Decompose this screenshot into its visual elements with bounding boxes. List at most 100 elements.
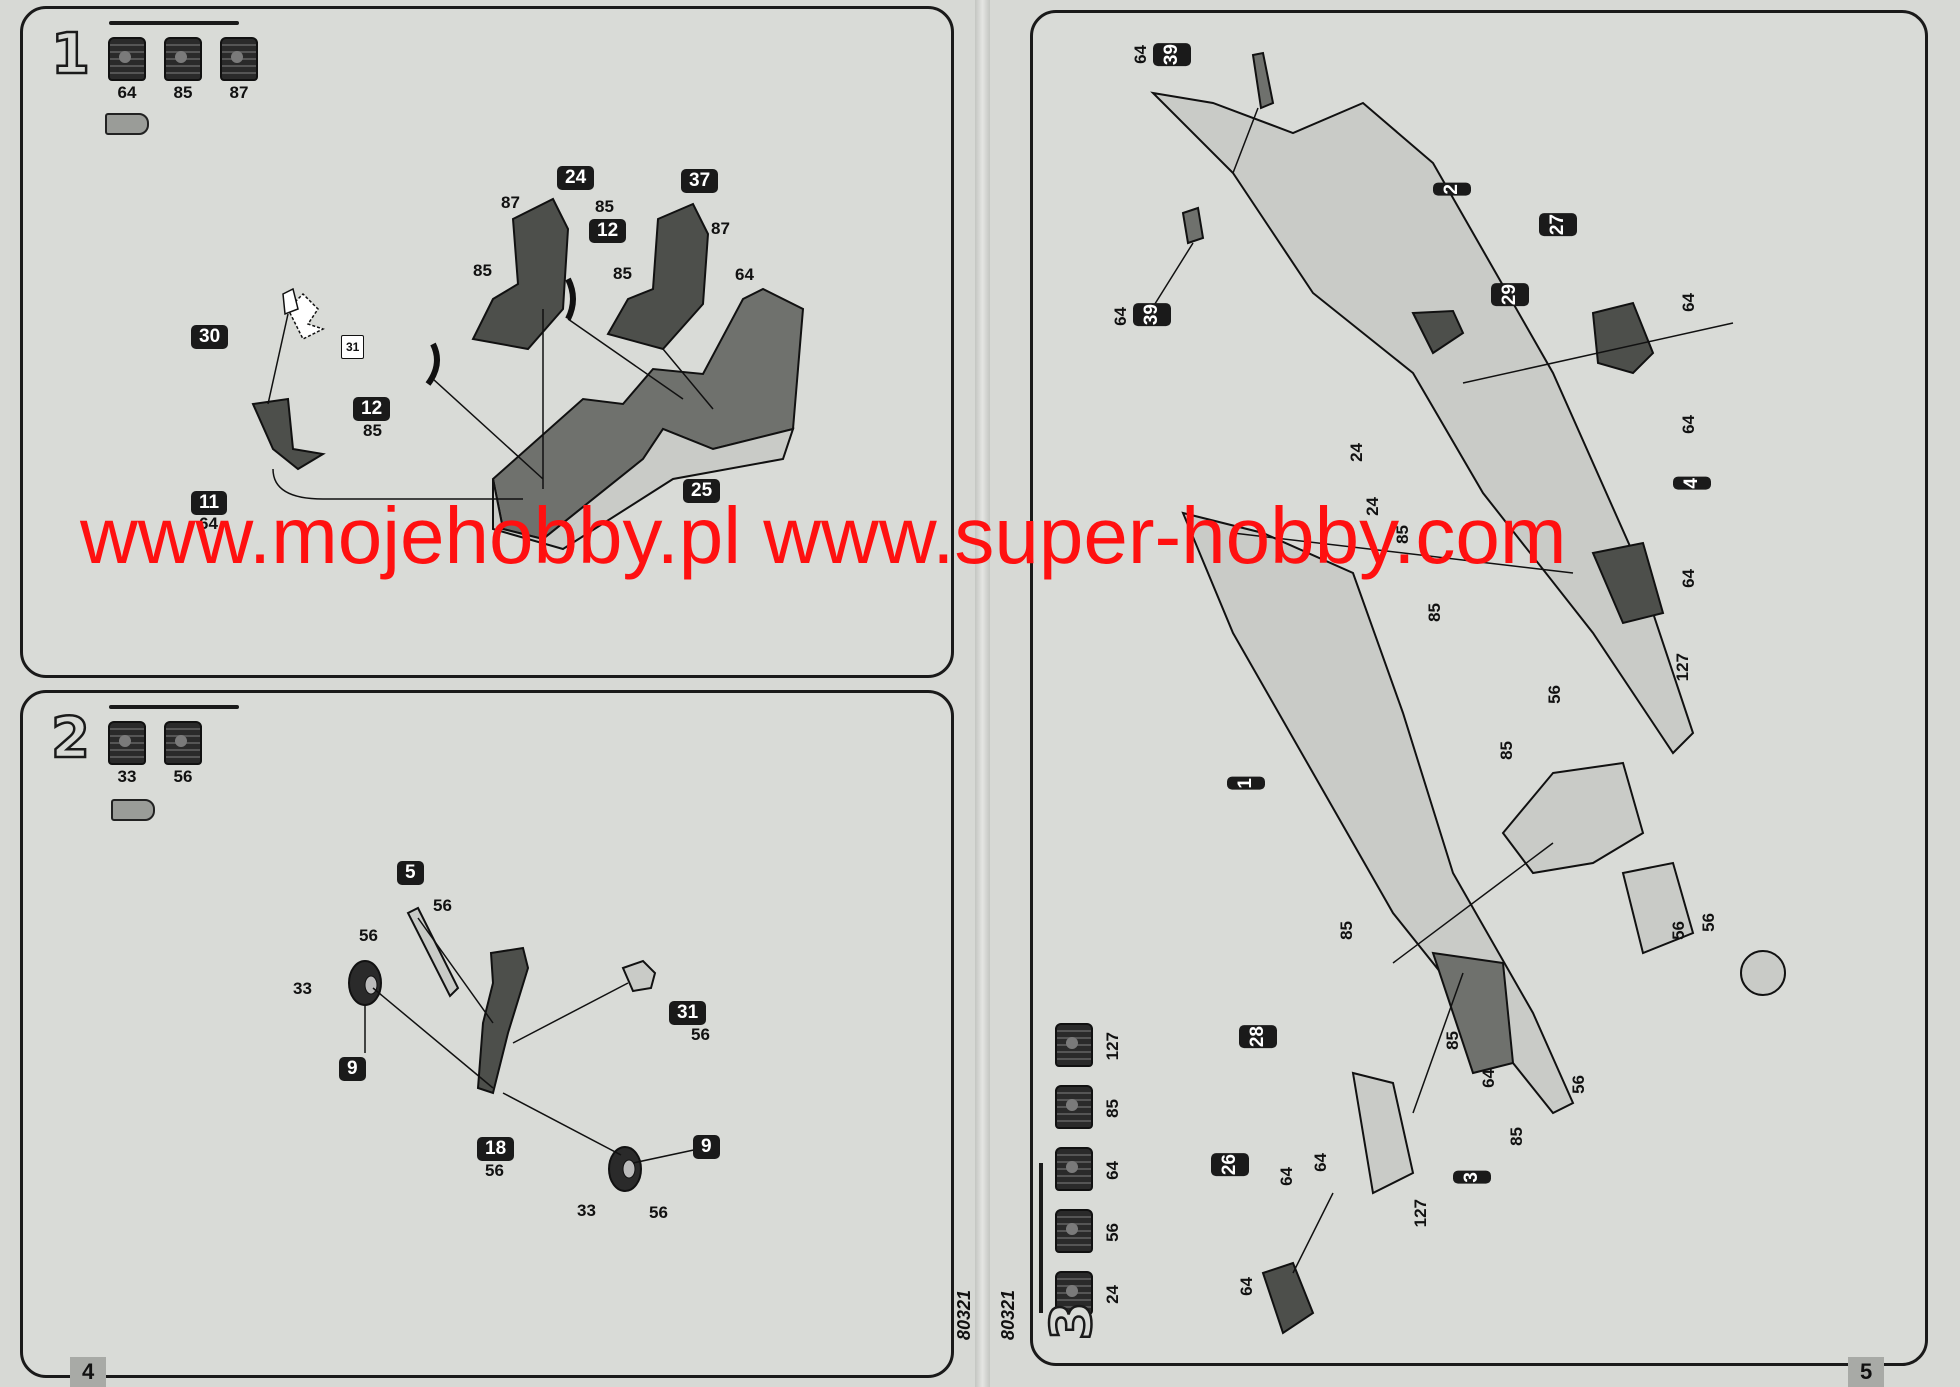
paint-pot-icon: [1055, 1271, 1093, 1315]
step-1-panel: 1 64 85 87 87 24 85 12 37 87 85 85 64 30…: [20, 6, 954, 678]
paint-code: 33: [117, 767, 137, 786]
part-tag-24: 24: [557, 166, 595, 190]
watermark: www.mojehobby.pl www.super-hobby.com: [80, 491, 1567, 580]
part-code: 85: [1425, 603, 1444, 622]
part-tag-5: 5: [397, 861, 424, 885]
part-code: 33: [293, 979, 312, 998]
paint-code: 85: [173, 83, 193, 102]
paint-pot-icon: [1055, 1085, 1093, 1129]
part-tag-9: 9: [339, 1057, 366, 1081]
paint-pot: 64: [1055, 1147, 1175, 1191]
paint-code: 64: [1103, 1160, 1122, 1180]
kit-reference: 80321: [998, 1290, 1018, 1341]
part-code: 56: [359, 926, 378, 945]
kit-reference: 80321: [954, 1290, 974, 1341]
part-code: 64: [1679, 293, 1698, 312]
part-code: 33: [577, 1201, 596, 1220]
page-number-left: 4: [70, 1357, 107, 1387]
glue-tube-icon: [111, 799, 155, 821]
paint-code: 127: [1103, 1031, 1122, 1061]
step-1-drawing: [251, 197, 805, 551]
step-3-panel: 127 85 64 56 24 3 39 64 39 64 2 27 64 29…: [1030, 10, 1928, 1366]
part-tag-4: 4: [1673, 477, 1711, 490]
part-code: 56: [1669, 921, 1688, 940]
paint-pot-icon: [108, 721, 146, 765]
paint-pot-icon: [164, 721, 202, 765]
part-code: 56: [433, 896, 452, 915]
part-code: 87: [711, 219, 730, 238]
step-2-panel: 2 33 56 5 56 56 33 9 31 56 18 56 9 33 56: [20, 690, 954, 1378]
part-code: 127: [1673, 653, 1692, 682]
part-tag-2: 2: [1433, 183, 1471, 196]
part-tag-39: 39: [1133, 303, 1171, 327]
paint-pot-icon: [1055, 1023, 1093, 1067]
part-tag-31: 31: [669, 1001, 707, 1025]
paint-pot-icon: [164, 37, 202, 81]
part-code: 64: [1679, 415, 1698, 434]
part-code: 64: [1311, 1153, 1330, 1172]
step-1-number: 1: [50, 22, 91, 87]
step-2-number: 2: [50, 706, 91, 771]
paint-code: 24: [1103, 1284, 1122, 1304]
part-tag-11: 11: [191, 491, 228, 515]
part-tag-26: 26: [1211, 1153, 1249, 1177]
step-3-number: 3: [1038, 1300, 1106, 1341]
brush-icon: [1039, 1163, 1043, 1313]
part-code: 64: [1131, 45, 1150, 64]
part-tag-1: 1: [1227, 777, 1265, 790]
part-tag-29: 29: [1491, 283, 1529, 307]
step-2-drawing: [348, 906, 704, 1192]
part-tag-12: 12: [353, 397, 391, 421]
paint-pot: 127: [1055, 1023, 1175, 1067]
step-1-paints: 64 85 87: [105, 37, 261, 103]
part-code: 64: [1479, 1069, 1498, 1088]
paint-pot-icon: [1055, 1147, 1093, 1191]
paint-code: 64: [117, 83, 137, 102]
paint-pot: 56: [161, 721, 205, 787]
paint-pot-icon: [108, 37, 146, 81]
paint-code: 56: [1103, 1222, 1122, 1242]
part-code: 56: [649, 1203, 668, 1222]
part-code: 56: [691, 1025, 710, 1044]
part-code: 85: [595, 197, 614, 216]
step-2-paints: 33 56: [105, 721, 205, 787]
paint-pot-icon: [1055, 1209, 1093, 1253]
paint-pot: 87: [217, 37, 261, 103]
brush-icon: [109, 705, 239, 709]
part-code: 85: [1337, 921, 1356, 940]
part-code: 56: [1699, 913, 1718, 932]
paint-pot: 56: [1055, 1209, 1175, 1253]
part-tag-27: 27: [1539, 213, 1577, 237]
part-code: 64: [199, 514, 218, 533]
paint-pot: 85: [1055, 1085, 1175, 1129]
part-tag-25: 25: [683, 479, 721, 503]
part-code: 64: [735, 265, 754, 284]
paint-code: 56: [173, 767, 193, 786]
part-tag-30: 30: [191, 325, 229, 349]
page-fold: [975, 0, 990, 1387]
part-code: 56: [1569, 1075, 1588, 1094]
paint-pot: 24: [1055, 1271, 1175, 1315]
paint-code: 85: [1103, 1098, 1122, 1118]
brush-icon: [109, 21, 239, 25]
part-code: 24: [1347, 443, 1366, 462]
part-tag-18: 18: [477, 1137, 515, 1161]
page-number-right: 5: [1848, 1357, 1885, 1387]
part-tag-31: 31: [341, 335, 365, 359]
part-tag-39: 39: [1153, 43, 1191, 67]
part-tag-37: 37: [681, 169, 719, 193]
paint-pot: 64: [105, 37, 149, 103]
part-code: 56: [485, 1161, 504, 1180]
part-code: 87: [501, 193, 520, 212]
part-code: 64: [1111, 307, 1130, 326]
part-code: 85: [1507, 1127, 1526, 1146]
paint-code: 87: [229, 83, 249, 102]
paint-pot-icon: [220, 37, 258, 81]
part-tag-12: 12: [589, 219, 627, 243]
part-tag-3: 3: [1453, 1171, 1491, 1184]
part-code: 85: [1497, 741, 1516, 760]
paint-pot: 33: [105, 721, 149, 787]
part-tag-28: 28: [1239, 1025, 1277, 1049]
glue-tube-icon: [105, 113, 149, 135]
part-tag-9: 9: [693, 1135, 720, 1159]
